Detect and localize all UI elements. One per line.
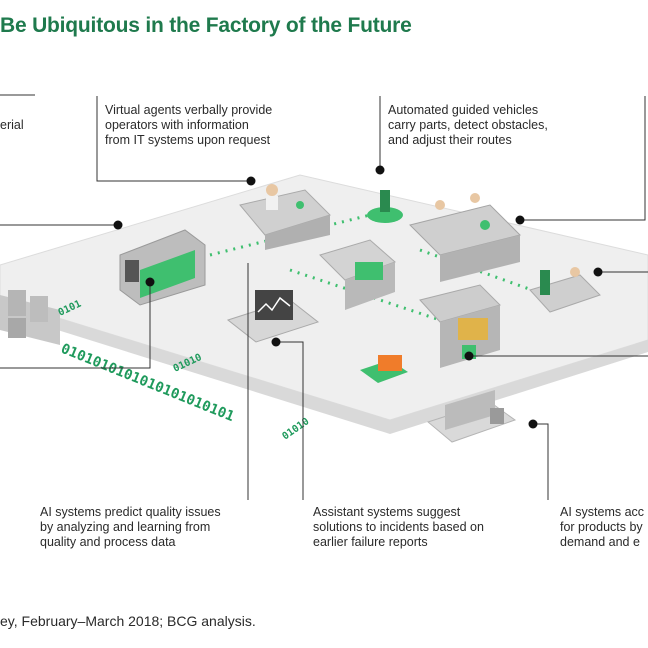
processing-unit bbox=[419, 284, 501, 368]
workbench-virtual-agent bbox=[239, 184, 331, 250]
binary-stream-side-b: 01010 bbox=[280, 416, 311, 442]
callout-ai-quality: AI systems predict quality issues by ana… bbox=[40, 505, 221, 549]
agv-robot bbox=[367, 190, 403, 223]
callout-assistant: Assistant systems suggest solutions to i… bbox=[313, 505, 484, 549]
pallet-boxes bbox=[360, 355, 408, 383]
callout-left-top: erial bbox=[0, 118, 24, 132]
truck bbox=[426, 390, 517, 443]
callout-dots bbox=[113, 165, 603, 429]
callout-virtual-agents: Virtual agents verbally provide operator… bbox=[105, 103, 273, 147]
callout-ai-right: AI systems acc for products by demand an… bbox=[560, 505, 645, 549]
server-racks bbox=[0, 290, 60, 345]
robot-arm bbox=[529, 267, 601, 313]
cnc-machine bbox=[119, 229, 206, 306]
page-title: Be Ubiquitous in the Factory of the Futu… bbox=[0, 14, 412, 37]
callout-leader-lines bbox=[0, 94, 648, 500]
assembly-line bbox=[409, 193, 521, 282]
source-note: ey, February–March 2018; BCG analysis. bbox=[0, 613, 256, 629]
callout-agv: Automated guided vehicles carry parts, d… bbox=[388, 103, 548, 147]
packing-machine bbox=[319, 239, 396, 310]
monitor-station bbox=[226, 290, 320, 343]
